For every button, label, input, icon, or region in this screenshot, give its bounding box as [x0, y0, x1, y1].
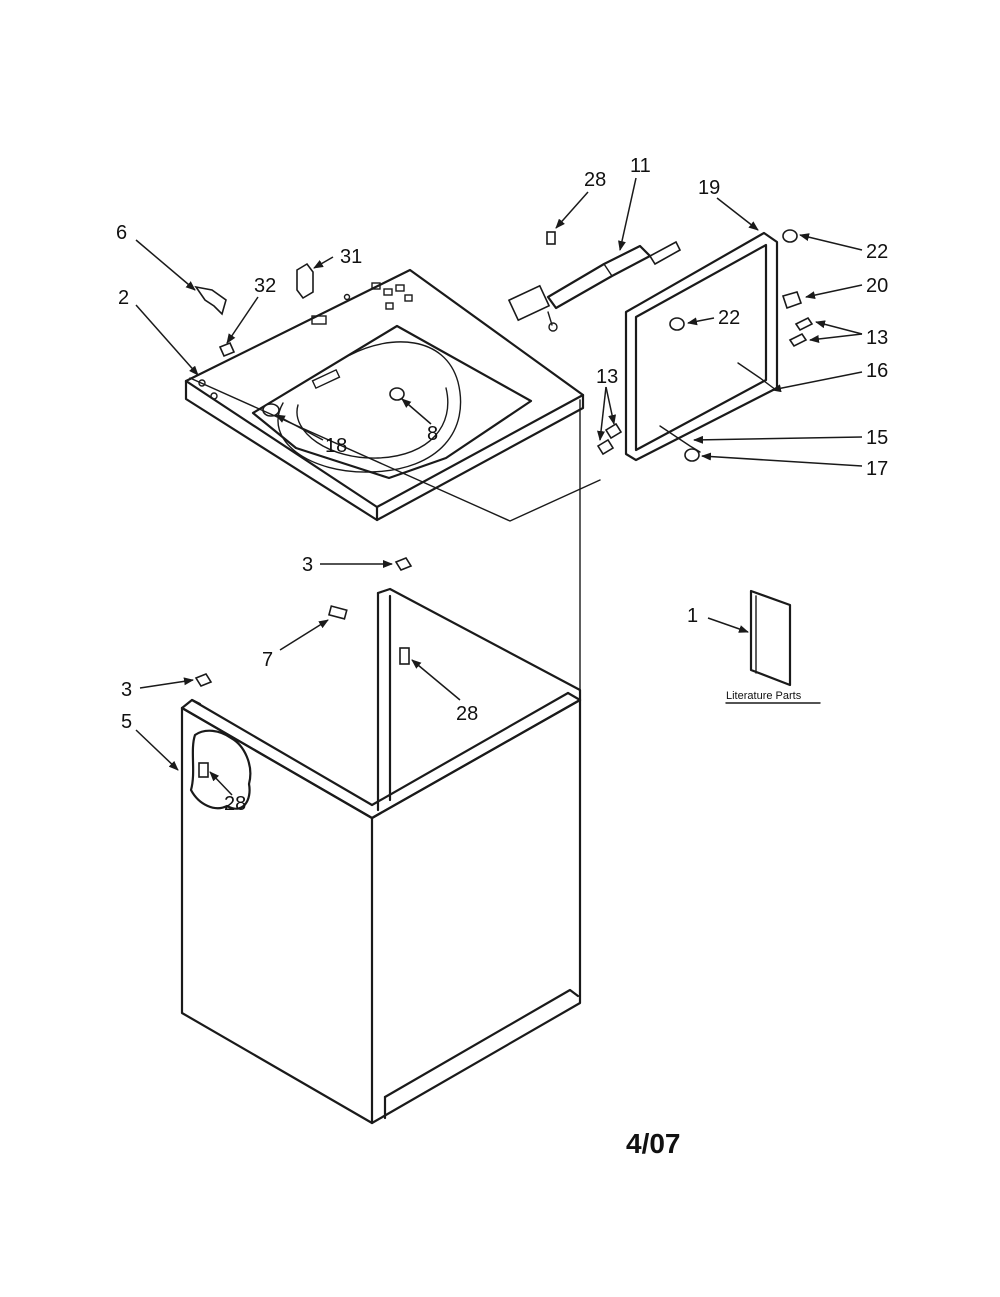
callout-2: 2 — [118, 287, 129, 309]
callout-3-upper: 3 — [302, 554, 313, 576]
callout-11: 11 — [630, 155, 651, 177]
cabinet — [180, 399, 582, 1125]
screw-7 — [327, 605, 348, 620]
callout-22-right: 22 — [866, 241, 888, 263]
callout-7: 7 — [262, 649, 273, 671]
callout-15: 15 — [866, 427, 888, 449]
clip-32 — [218, 341, 236, 358]
callout-32: 32 — [254, 275, 276, 297]
callout-18: 18 — [325, 435, 347, 457]
callout-labels: 6 2 32 31 18 8 28 11 19 22 20 22 13 16 1… — [116, 155, 888, 815]
callout-8: 8 — [427, 423, 438, 445]
callout-31: 31 — [340, 246, 362, 268]
callout-13-right: 13 — [866, 327, 888, 349]
clip-3-left — [194, 673, 213, 687]
lid-frame — [596, 229, 814, 462]
callout-28-top: 28 — [584, 169, 606, 191]
callout-19: 19 — [698, 177, 720, 199]
callout-16: 16 — [866, 360, 888, 382]
lid-switch-assembly — [507, 231, 682, 332]
callout-22-inner: 22 — [718, 307, 740, 329]
callout-6: 6 — [116, 222, 127, 244]
clip-31 — [296, 262, 314, 300]
literature-booklet — [749, 589, 792, 687]
callout-13-left: 13 — [596, 366, 618, 388]
revision-date: 4/07 — [626, 1128, 681, 1159]
callout-1: 1 — [687, 605, 698, 627]
clip-3-upper — [394, 557, 413, 571]
literature-parts-label: Literature Parts — [726, 690, 802, 702]
callout-3-left: 3 — [121, 679, 132, 701]
callout-28-cutaway: 28 — [224, 793, 246, 815]
callout-17: 17 — [866, 458, 888, 480]
callout-5: 5 — [121, 711, 132, 733]
clip-6 — [194, 285, 227, 316]
screw-28-middle — [399, 647, 410, 665]
leader-lines — [135, 177, 863, 796]
callout-20: 20 — [866, 275, 888, 297]
callout-28-middle: 28 — [456, 703, 478, 725]
